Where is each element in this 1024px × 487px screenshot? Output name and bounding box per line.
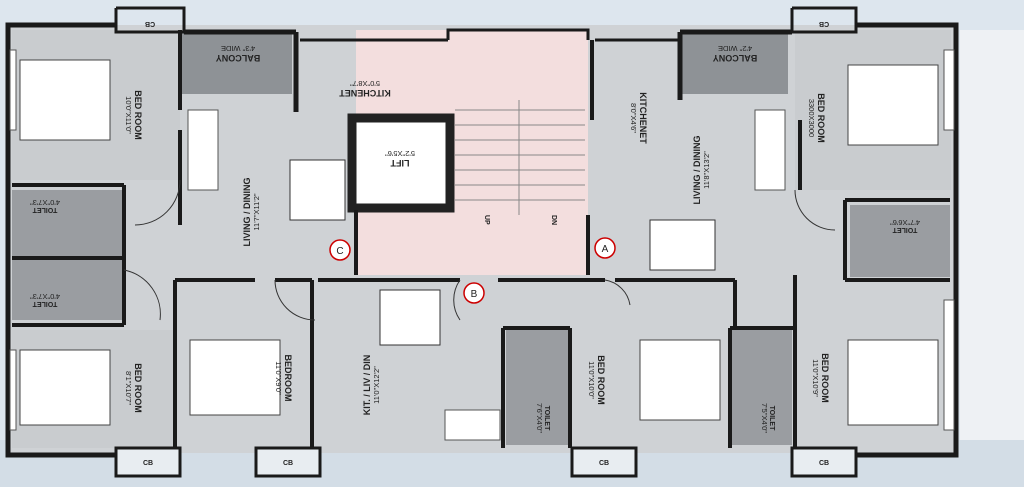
toilet-l1-name: TOILET [32,206,57,213]
outer-walls [5,6,959,458]
balcony-left-area [182,32,292,94]
cb-label-b2: CB [283,460,293,467]
bed-bc [639,339,721,421]
bed-br [847,339,939,426]
kitchen-l-name: KITCHENET [339,88,391,98]
stair-up-label: UP [483,215,490,225]
kit-liv-dim: 11'0"X12'2" [372,366,381,404]
dining-table-left [289,159,346,221]
lift-name: LIFT [390,158,409,168]
kit-liv-name: KIT. / LIV / DIN [362,355,372,416]
stair-dn-label: DN [550,215,557,225]
living-l-dim: 11'7"X11'2" [252,193,261,230]
bed-tl-dim: 10'0"X11'0" [124,96,133,134]
toilet-bc-name: TOILET [543,406,550,431]
toilet-bc-area [506,330,570,445]
toilet-r-name: TOILET [892,226,917,233]
unit-b-label: B [471,289,478,300]
kitchen-r-dim: 8'0"X4'6" [629,103,638,133]
toilet-br-dim: 7'5"X4'0" [760,403,769,433]
toilet-r-dim: 4'7"X6'6" [890,218,920,227]
bed-bl [19,349,111,426]
unit-a-marker [594,237,616,259]
side-strip [960,30,1024,440]
toilet-br-area [732,330,792,445]
toilet-l2-dim: 4'0"X7'3" [30,292,60,301]
bed-bl-dim: 8'1"X10'7" [124,371,133,405]
living-r-dim: 11'8"X13'2" [702,151,711,189]
cb-label-b3: CB [599,460,609,467]
dining-tables [289,159,716,346]
cb-label-b1: CB [143,460,153,467]
interior-walls [12,30,950,455]
sofas [187,109,786,441]
cb-label-b4: CB [819,460,829,467]
door-swings [123,179,836,321]
unit-c-label: C [336,246,343,257]
toilet-right-area [850,205,950,277]
bedroom-b-name: BEDROOM [283,355,293,402]
bedroom-b-dim: 11'0"X9'0" [274,361,283,395]
cb-label-tl: CB [145,20,155,27]
toilet-br-name: TOILET [768,406,775,431]
balcony-r-dim: 4'2" WIDE [718,44,752,53]
lift-shaft [347,113,455,213]
kitchen-r-name: KITCHENET [638,92,648,144]
bed-br-name: BED ROOM [820,353,830,403]
dining-table-right [649,219,716,271]
unit-markers: A B C [329,237,616,304]
bed-bc-name: BED ROOM [596,355,606,405]
dining-table-center [379,289,441,346]
bed-tr [847,64,939,146]
bed-tl-name: BED ROOM [133,90,143,140]
stair-treads [455,100,585,215]
bed-bl-name: BED ROOM [133,363,143,413]
living-l-name: LIVING / DINING [242,177,252,246]
toilet-left-area [12,190,124,320]
balcony-r-name: BALCONY [713,53,758,63]
living-r-name: LIVING / DINING [692,135,702,204]
kitchen-l-dim: 5'0"X8'7" [350,79,380,88]
windows [9,49,955,431]
cb-label-tr: CB [819,20,829,27]
unit-a-label: A [602,244,609,255]
sofa-left [187,109,219,191]
lift-dim: 5'2"X5'6" [385,149,415,158]
bed-tl [19,59,111,141]
balcony-l-name: BALCONY [216,53,261,63]
unit-c-marker [329,239,351,261]
toilet-bc-dim: 7'6"X4'0" [535,403,544,433]
bottom-cupboards [114,446,858,478]
bed-tr-dim: 3300X3000 [807,99,816,137]
bed-bottom [189,339,281,416]
bed-bc-dim: 11'0"X10'0" [587,361,596,399]
bed-br-dim: 11'0"X10'9" [811,359,820,397]
unit-b-marker [463,282,485,304]
beds [19,59,939,426]
toilet-l2-name: TOILET [32,300,57,307]
bed-tr-name: BED ROOM [816,93,826,143]
toilet-l1-dim: 4'0"X7'3" [30,198,60,207]
balcony-right-area [678,32,788,94]
balcony-l-dim: 4'3" WIDE [221,44,255,53]
room-labels: BED ROOM 10'0"X11'0" BALCONY 4'3" WIDE K… [30,44,920,433]
sofa-right [754,109,786,191]
sofa-center [444,409,501,441]
